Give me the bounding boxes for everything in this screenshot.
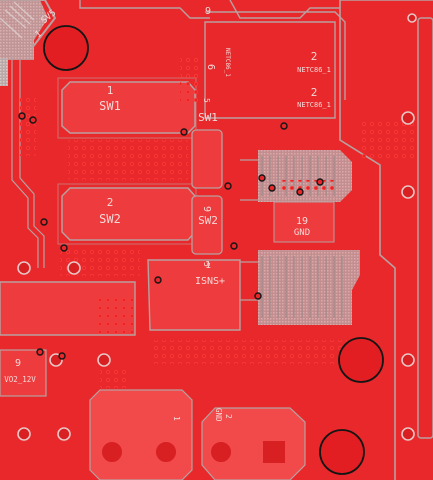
connector-hole-3 xyxy=(209,440,233,464)
isns-label: ISNS+ xyxy=(195,276,225,287)
connector-square-pad xyxy=(261,439,287,465)
via-array-1 xyxy=(68,140,188,180)
connector-gnd-label: GND xyxy=(214,408,223,422)
net86-pin-b: 2 xyxy=(311,86,318,99)
dark-vias xyxy=(18,112,324,360)
top-left-pin-label: 1 xyxy=(34,29,45,40)
right-slot xyxy=(417,17,433,439)
ring-vias xyxy=(17,13,417,441)
gnd-pin-label: 19 xyxy=(296,216,308,227)
vo2-label: VO2_12V xyxy=(4,375,36,384)
left-trace-spine xyxy=(11,56,45,268)
connector-pin1-label: 1 xyxy=(172,416,181,421)
sw1-label: SW1 xyxy=(99,99,121,113)
mounting-hole-right xyxy=(338,337,384,383)
via-array-5 xyxy=(180,55,200,105)
sw1-pad xyxy=(61,81,196,134)
sw2-pin-label: 2 xyxy=(107,196,114,209)
via-array-8 xyxy=(20,96,36,156)
via-array-6 xyxy=(360,120,416,160)
sw2-label: SW2 xyxy=(99,212,121,226)
via-array-7 xyxy=(100,368,130,388)
top-pin-label: 9 xyxy=(205,6,211,17)
side-5b-label: 5 xyxy=(202,262,211,267)
mounting-hole-bottom-right xyxy=(319,429,365,475)
connector-hole-1 xyxy=(100,440,124,464)
via-array-9 xyxy=(280,180,336,190)
right-zone-outline xyxy=(339,0,396,480)
top-left-trace-region xyxy=(0,0,57,86)
net86-label-a: NETC86_1 xyxy=(297,66,331,74)
pad-mid-2 xyxy=(191,195,223,255)
sw2-side-label: SW2 xyxy=(198,214,218,227)
sw1-side-label: SW1 xyxy=(198,111,218,124)
sw1-pin-label: 1 xyxy=(107,84,114,97)
vo2-pad xyxy=(0,349,47,397)
isns-pin-label: 1 xyxy=(205,260,211,271)
pad-mid-1 xyxy=(191,129,223,189)
net86-label-b: NETC86_1 xyxy=(297,101,331,109)
connector-pin2-label: 2 xyxy=(224,414,233,419)
side-6-label: 6 xyxy=(205,64,216,70)
isns-region xyxy=(147,259,241,331)
side-5a-label: 5 xyxy=(202,98,211,103)
gnd-label: GND xyxy=(294,228,310,238)
side-9-label: 9 xyxy=(201,206,212,212)
bottom-connector-body xyxy=(89,389,193,480)
connector-hole-2 xyxy=(154,440,178,464)
mounting-hole-top xyxy=(43,25,89,71)
net86-pin-a: 2 xyxy=(311,50,318,63)
netc86-outline xyxy=(204,21,336,119)
vo2-pin-label: 9 xyxy=(15,358,21,369)
net86-vertical-label: NETC86_1 xyxy=(224,48,231,77)
via-array-3 xyxy=(94,296,134,336)
sw2-pad xyxy=(61,187,196,241)
via-array-4 xyxy=(150,340,350,364)
